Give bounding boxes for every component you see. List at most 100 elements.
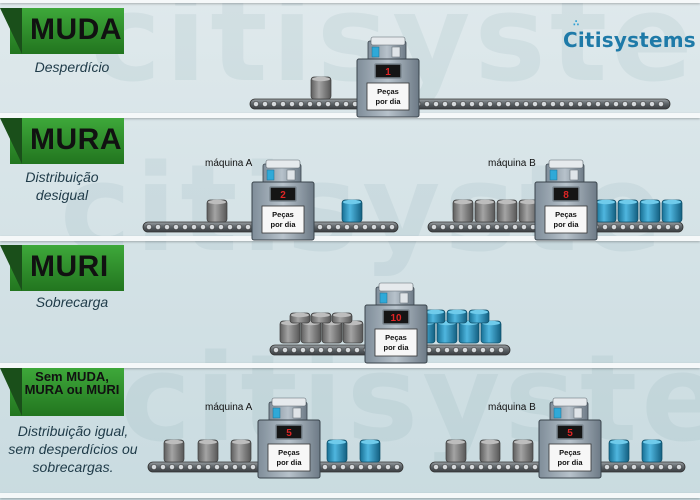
counter-display <box>275 424 303 440</box>
sign-text: Peças <box>272 210 294 219</box>
belt-roller <box>458 224 464 230</box>
counter-display <box>556 424 584 440</box>
part-top <box>498 199 516 205</box>
part-top <box>208 199 226 205</box>
belt-roller <box>182 224 188 230</box>
machine-hood <box>271 397 307 407</box>
belt-roller <box>647 224 653 230</box>
part-top <box>447 439 465 445</box>
section-title: Sem MUDA, MURA ou MURI <box>24 369 120 397</box>
belt-roller <box>262 101 268 107</box>
belt-roller <box>218 224 224 230</box>
section-subtitle: Sobrecarga <box>35 294 109 310</box>
belt-roller <box>514 464 520 470</box>
belt-roller <box>431 224 437 230</box>
part-top <box>343 199 361 205</box>
belt-roller <box>478 101 484 107</box>
belt-roller <box>496 101 502 107</box>
belt-roller <box>191 224 197 230</box>
belt-roller <box>318 347 324 353</box>
belt-roller <box>451 464 457 470</box>
separator <box>0 493 700 498</box>
belt-roller <box>604 101 610 107</box>
belt-roller <box>541 101 547 107</box>
belt-roller <box>532 101 538 107</box>
belt-roller <box>282 347 288 353</box>
part-top <box>520 199 538 205</box>
belt-roller <box>353 224 359 230</box>
logo-text: Citisystems <box>563 28 696 52</box>
belt-roller <box>442 101 448 107</box>
belt-roller <box>209 224 215 230</box>
machine-hood <box>548 159 584 169</box>
machine-hood <box>265 159 301 169</box>
belt-roller <box>613 464 619 470</box>
counter-value: 5 <box>567 428 573 439</box>
machine-vent-icon <box>399 292 409 304</box>
belt-roller <box>241 464 247 470</box>
belt-roller <box>568 101 574 107</box>
belt-roller <box>595 101 601 107</box>
belt-roller <box>487 101 493 107</box>
belt-roller <box>232 464 238 470</box>
belt-roller <box>309 347 315 353</box>
belt-roller <box>453 347 459 353</box>
belt-roller <box>280 101 286 107</box>
counter-value: 1 <box>385 67 391 78</box>
belt-roller <box>358 464 364 470</box>
machine-panel-icon <box>553 407 562 419</box>
section-subtitle: Distribuição igual, sem desperdícios ou … <box>8 423 138 475</box>
belt-roller <box>658 101 664 107</box>
belt-roller <box>505 101 511 107</box>
part-top <box>641 199 659 205</box>
machine-label: máquina A <box>205 158 253 169</box>
label-badge <box>10 8 124 54</box>
belt-roller <box>354 347 360 353</box>
machine-panel-icon <box>379 292 388 304</box>
belt-roller <box>640 101 646 107</box>
belt-roller <box>160 464 166 470</box>
belt-roller <box>169 464 175 470</box>
sign-text: Peças <box>555 210 577 219</box>
belt-roller <box>469 101 475 107</box>
belt-roller <box>631 101 637 107</box>
label-fold <box>0 245 22 291</box>
belt-roller <box>424 101 430 107</box>
machine-label: máquina B <box>488 402 536 413</box>
belt-roller <box>155 224 161 230</box>
machine-hood <box>370 36 406 46</box>
belt-roller <box>367 464 373 470</box>
belt-roller <box>151 464 157 470</box>
part-top <box>232 439 250 445</box>
part-top <box>481 439 499 445</box>
belt-roller <box>503 224 509 230</box>
belt-roller <box>250 464 256 470</box>
belt-roller <box>291 347 297 353</box>
belt-roller <box>622 101 628 107</box>
belt-roller <box>523 101 529 107</box>
sign-text: Peças <box>377 87 399 96</box>
part-top <box>448 309 466 315</box>
belt-roller <box>442 464 448 470</box>
sign-text: Peças <box>559 448 581 457</box>
label-fold <box>0 118 22 164</box>
separator <box>0 363 700 368</box>
belt-roller <box>577 101 583 107</box>
output-sign <box>544 205 588 234</box>
belt-roller <box>331 464 337 470</box>
belt-roller <box>371 224 377 230</box>
belt-roller <box>462 347 468 353</box>
belt-roller <box>449 224 455 230</box>
counter-value: 5 <box>286 428 292 439</box>
label-badge <box>10 368 124 416</box>
belt-roller <box>327 347 333 353</box>
label-badge <box>10 245 124 291</box>
belt-roller <box>253 101 259 107</box>
belt-roller <box>444 347 450 353</box>
belt-roller <box>521 224 527 230</box>
part-top <box>619 199 637 205</box>
belt-roller <box>227 224 233 230</box>
belt-roller <box>469 464 475 470</box>
belt-roller <box>298 101 304 107</box>
belt-roller <box>460 101 466 107</box>
